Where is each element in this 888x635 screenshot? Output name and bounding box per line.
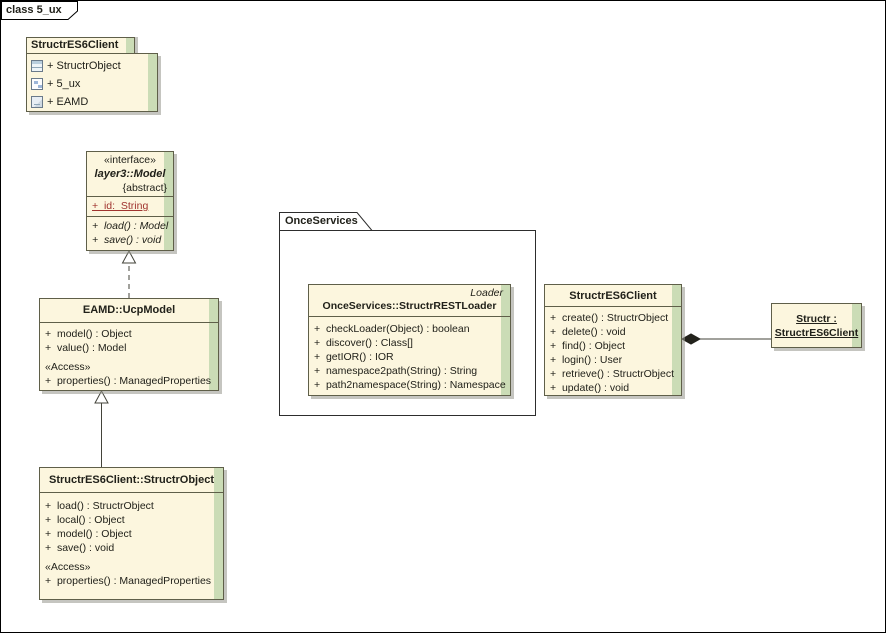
operation-row: + create() : StructrObject xyxy=(550,312,669,324)
object-name-line2: StructrES6Client xyxy=(774,327,859,339)
package-onceservices-title: OnceServices xyxy=(285,215,358,227)
operation-row: + save() : void xyxy=(92,234,162,246)
operations-compartment: + checkLoader(Object) : boolean + discov… xyxy=(309,316,510,395)
class-name: StructrES6Client::StructrObject xyxy=(48,474,215,486)
operation-row: + namespace2path(String) : String xyxy=(314,365,478,377)
class-header: «interface» layer3::Model {abstract} xyxy=(87,152,173,196)
class-box-ucpmodel[interactable]: EAMD::UcpModel + model() : Object + valu… xyxy=(39,298,219,391)
artifact-icon xyxy=(31,96,43,108)
package-structres6client-body[interactable]: + StructrObject + 5_ux + EAMD xyxy=(26,53,158,112)
operation-row: + find() : Object xyxy=(550,340,625,352)
operation-row: + properties() : ManagedProperties xyxy=(45,375,212,387)
class-header: EAMD::UcpModel xyxy=(40,299,218,322)
package-item-eamd[interactable]: + EAMD xyxy=(31,93,153,111)
attributes-compartment: + id: String xyxy=(87,196,173,216)
access-stereotype: «Access» xyxy=(45,561,91,573)
class-box-es6client[interactable]: StructrES6Client + create() : StructrObj… xyxy=(544,284,682,396)
operation-row: + delete() : void xyxy=(550,326,626,338)
class-header: StructrES6Client xyxy=(545,285,681,306)
class-header: Loader OnceServices::StructrRESTLoader xyxy=(309,285,510,316)
operation-row: + load() : StructrObject xyxy=(45,500,154,512)
object-box-structr[interactable]: Structr : StructrES6Client xyxy=(771,303,862,348)
generalization-structrobject-to-ucpmodel[interactable] xyxy=(94,389,109,467)
class-name: EAMD::UcpModel xyxy=(82,304,176,316)
operation-row: + login() : User xyxy=(550,354,623,366)
operations-compartment: + load() : StructrObject + local() : Obj… xyxy=(40,492,223,599)
class-name: StructrES6Client xyxy=(569,290,657,302)
operation-row: + model() : Object xyxy=(45,328,132,340)
operation-row: + path2namespace(String) : Namespace xyxy=(314,379,506,391)
package-item-5ux[interactable]: + 5_ux xyxy=(31,75,153,93)
operation-row: + save() : void xyxy=(45,542,115,554)
object-icon xyxy=(31,60,43,72)
class-abstract-modifier: {abstract} xyxy=(122,182,167,194)
class-name: OnceServices::StructrRESTLoader xyxy=(322,300,497,312)
attribute-row: + id: String xyxy=(92,200,149,212)
frame-tab-label: class 5_ux xyxy=(6,4,62,16)
package-item-label: + EAMD xyxy=(47,96,89,108)
operations-compartment: + create() : StructrObject + delete() : … xyxy=(545,306,681,395)
operation-row: + value() : Model xyxy=(45,342,127,354)
operation-row: + discover() : Class[] xyxy=(314,337,413,349)
diagram-icon xyxy=(31,78,43,90)
operation-row: + checkLoader(Object) : boolean xyxy=(314,323,470,335)
operations-compartment: + load() : Model + save() : void xyxy=(87,216,173,250)
operation-row: + model() : Object xyxy=(45,528,132,540)
class-name: layer3::Model xyxy=(94,168,166,180)
operation-row: + retrieve() : StructrObject xyxy=(550,368,674,380)
object-name-line1: Structr : xyxy=(796,313,837,325)
class-header: StructrES6Client::StructrObject xyxy=(40,468,223,492)
package-item-label: + StructrObject xyxy=(47,60,121,72)
class-box-structrobject[interactable]: StructrES6Client::StructrObject + load()… xyxy=(39,467,224,600)
class-tag: Loader xyxy=(470,287,503,299)
operation-row: + properties() : ManagedProperties xyxy=(45,575,212,587)
package-item-structrobject[interactable]: + StructrObject xyxy=(31,57,153,75)
access-stereotype: «Access» xyxy=(45,361,91,373)
composition-es6client-to-structr[interactable] xyxy=(680,333,771,345)
class-stereotype: «interface» xyxy=(104,154,156,166)
realization-ucpmodel-to-model[interactable] xyxy=(121,249,137,298)
class-box-model[interactable]: «interface» layer3::Model {abstract} + i… xyxy=(86,151,174,251)
operation-row: + load() : Model xyxy=(92,220,169,232)
operation-row: + getIOR() : IOR xyxy=(314,351,394,363)
package-structres6client-tab[interactable]: StructrES6Client xyxy=(26,37,135,54)
operation-row: + update() : void xyxy=(550,382,630,394)
package-structres6client-title: StructrES6Client xyxy=(31,39,119,51)
operations-compartment: + model() : Object + value() : Model «Ac… xyxy=(40,322,218,390)
class-box-restloader[interactable]: Loader OnceServices::StructrRESTLoader +… xyxy=(308,284,511,396)
package-item-label: + 5_ux xyxy=(47,78,81,90)
operation-row: + local() : Object xyxy=(45,514,125,526)
